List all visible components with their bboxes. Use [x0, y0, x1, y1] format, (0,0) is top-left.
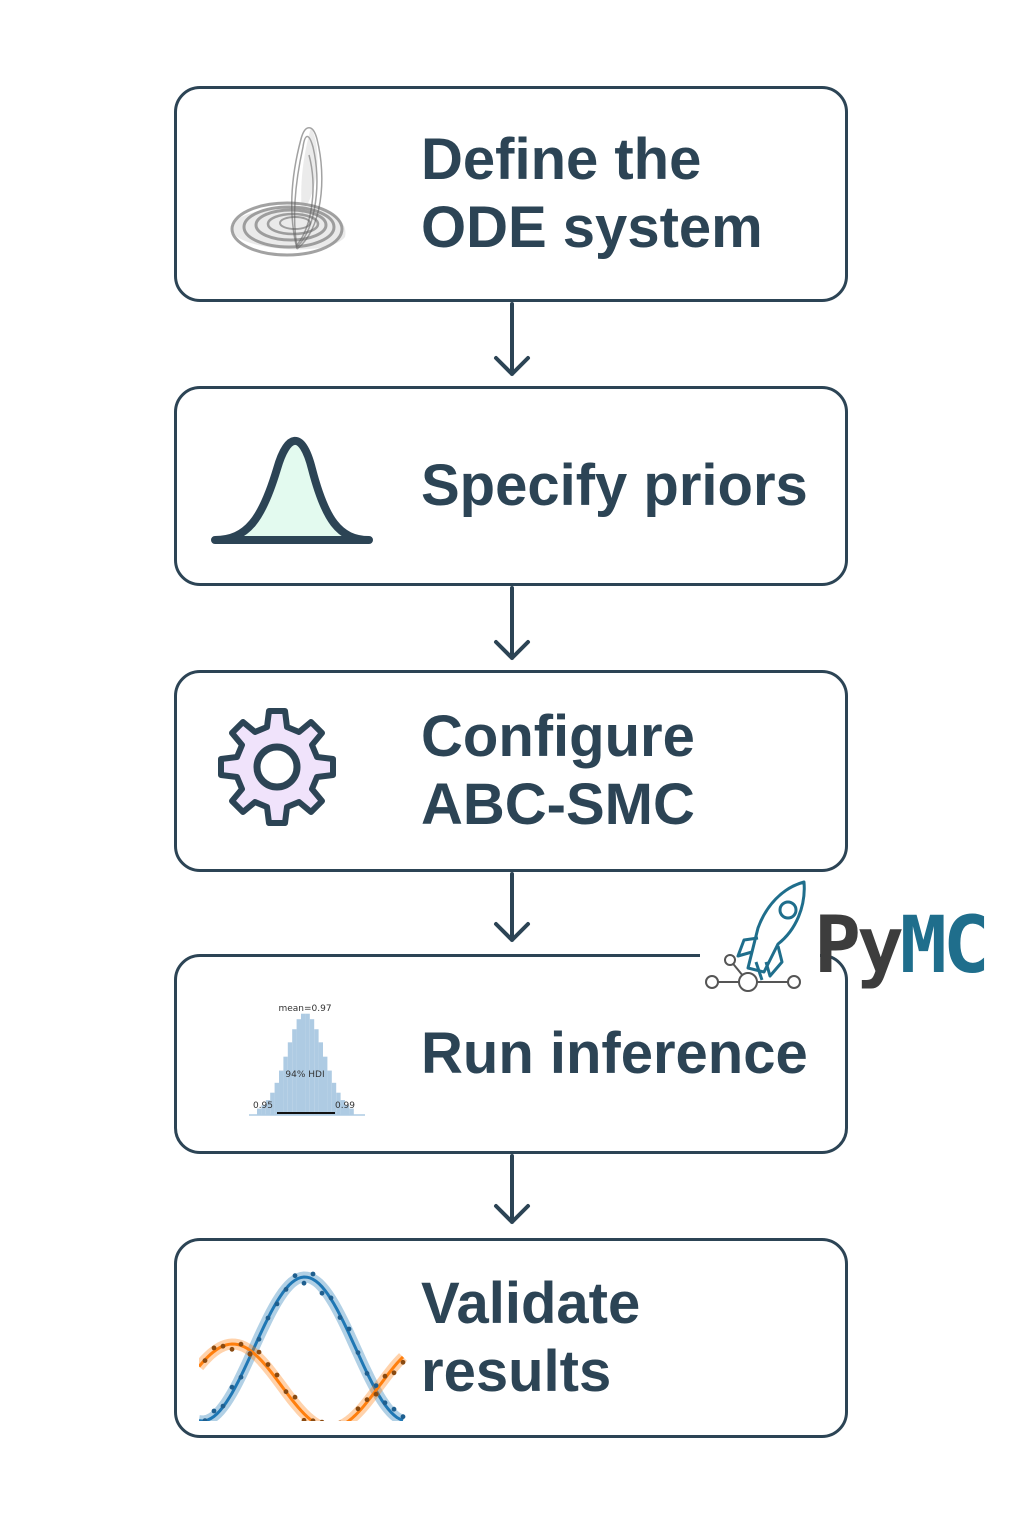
step-label: Define the ODE system — [421, 127, 763, 260]
gear-icon — [218, 708, 336, 826]
histogram-bar — [292, 1029, 297, 1115]
histogram-bar — [318, 1042, 323, 1115]
orange-data-point — [265, 1362, 271, 1367]
blue-data-point — [328, 1295, 334, 1301]
arrow-down-icon — [494, 586, 530, 660]
histogram-bar — [323, 1056, 328, 1115]
blue-data-point — [256, 1336, 262, 1342]
blue-data-point — [400, 1414, 406, 1420]
histogram-bar — [331, 1082, 337, 1115]
blue-data-point — [319, 1290, 325, 1296]
blue-data-point — [391, 1406, 397, 1412]
arrow-down-icon — [494, 1154, 530, 1224]
orange-data-point — [301, 1417, 307, 1421]
orange-data-point — [211, 1345, 217, 1351]
lorenz-attractor-icon — [230, 127, 346, 257]
orange-data-point — [238, 1341, 244, 1347]
histogram-bar — [257, 1108, 262, 1115]
histogram-bar — [349, 1108, 354, 1115]
blue-data-point — [265, 1315, 271, 1321]
step-label: Run inference — [421, 1021, 808, 1086]
posterior-hdi-low: 0.95 — [253, 1101, 273, 1111]
blue-data-point — [355, 1350, 361, 1355]
blue-data-point — [238, 1374, 244, 1380]
blue-data-point — [274, 1301, 280, 1307]
step-validate-results: Validate results — [174, 1238, 848, 1438]
blue-data-point — [337, 1315, 343, 1320]
posterior-hdi-high: 0.99 — [335, 1101, 355, 1111]
histogram-bar — [270, 1092, 275, 1115]
histogram-bar — [279, 1070, 284, 1115]
posterior-hdi-label: 94% HDI — [285, 1070, 324, 1080]
histogram-bar — [296, 1019, 301, 1115]
step-define-ode: Define the ODE system — [174, 86, 848, 302]
orange-data-point — [292, 1394, 298, 1400]
blue-data-point — [283, 1287, 289, 1292]
histogram-bar — [287, 1042, 293, 1115]
orange-data-point — [382, 1373, 388, 1379]
histogram-bar — [345, 1105, 350, 1115]
orange-data-point — [202, 1358, 208, 1363]
orange-data-point — [310, 1418, 316, 1421]
orange-data-point — [373, 1391, 379, 1397]
step-label: Configure ABC-SMC — [421, 704, 695, 837]
step-label: Validate results — [421, 1271, 641, 1404]
blue-data-point — [229, 1384, 235, 1390]
orange-data-point — [229, 1346, 235, 1352]
orange-data-point — [220, 1343, 226, 1349]
model-fit-plot-icon — [199, 1271, 407, 1421]
histogram-bar — [309, 1019, 315, 1115]
orange-data-point — [274, 1372, 280, 1378]
histogram-bar — [261, 1105, 266, 1115]
histogram-bar — [340, 1100, 345, 1115]
blue-data-point — [202, 1418, 208, 1421]
histogram-bar — [327, 1070, 332, 1115]
arrow-down-icon — [494, 302, 530, 376]
histogram-bar — [301, 1013, 306, 1115]
blue-data-point — [220, 1403, 226, 1409]
orange-data-point — [256, 1349, 262, 1355]
blue-data-point — [382, 1400, 388, 1406]
blue-data-point — [301, 1280, 307, 1286]
blue-data-point — [211, 1408, 217, 1414]
orange-data-point — [247, 1351, 253, 1357]
pymc-logo: PyMC — [700, 880, 990, 996]
blue-data-point — [292, 1273, 298, 1279]
orange-data-point — [400, 1359, 406, 1365]
step-configure-abc-smc: Configure ABC-SMC — [174, 670, 848, 872]
arrow-down-icon — [494, 872, 530, 942]
histogram-bar — [305, 1013, 310, 1115]
pymc-logo-text: PyMC — [814, 901, 986, 991]
blue-data-point — [346, 1326, 352, 1332]
blue-data-point — [310, 1271, 316, 1277]
posterior-mean-label: mean=0.97 — [278, 1004, 331, 1014]
orange-data-point — [319, 1419, 325, 1421]
histogram-bar — [265, 1100, 271, 1115]
posterior-histogram-icon: mean=0.97 94% HDI 0.95 0.99 — [249, 1004, 365, 1116]
orange-data-point — [283, 1389, 289, 1395]
orange-data-point — [391, 1370, 397, 1376]
blue-data-point — [364, 1371, 370, 1376]
bell-curve-icon — [211, 436, 373, 544]
orange-data-point — [355, 1406, 361, 1412]
step-specify-priors: Specify priors — [174, 386, 848, 586]
histogram-bar — [274, 1082, 279, 1115]
histogram-bar — [314, 1029, 319, 1115]
histogram-bar — [283, 1056, 288, 1115]
blue-fit-line — [199, 1275, 404, 1421]
histogram-bar — [336, 1092, 341, 1115]
step-label: Specify priors — [421, 453, 808, 518]
blue-data-point — [373, 1383, 379, 1388]
orange-data-point — [364, 1397, 370, 1403]
